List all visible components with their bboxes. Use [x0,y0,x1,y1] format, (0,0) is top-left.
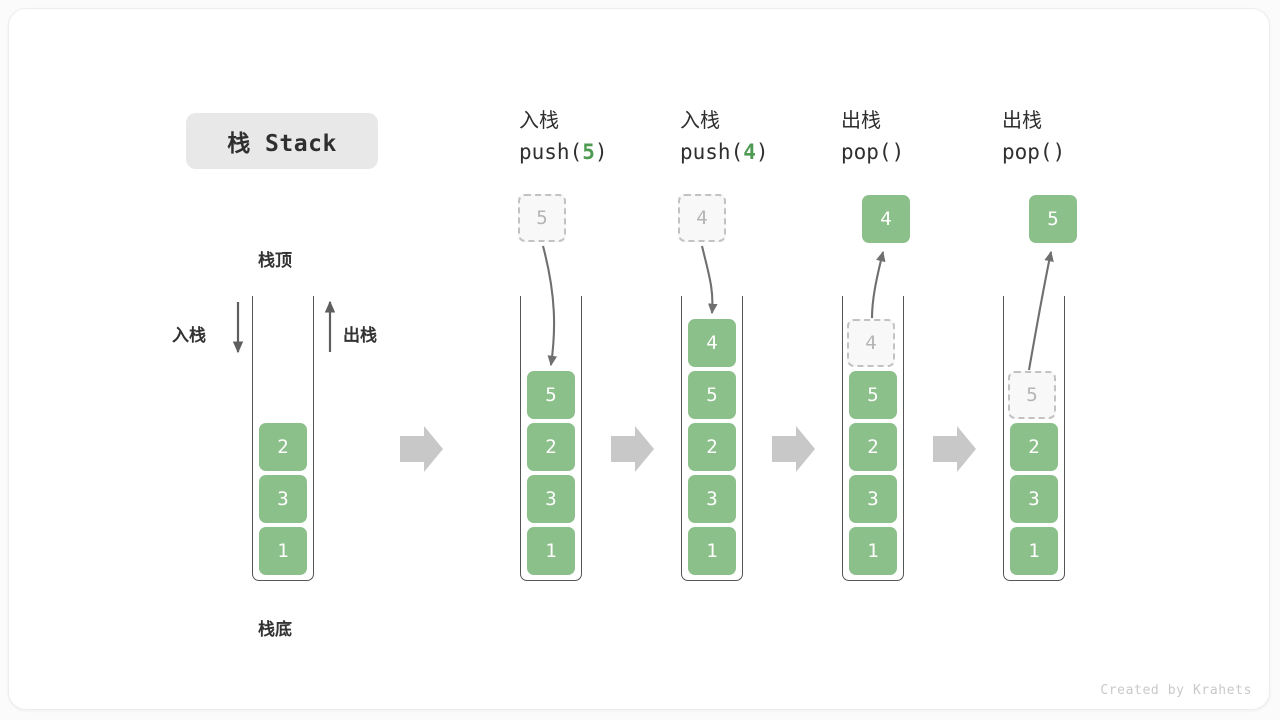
popped-cell: 5 [1029,195,1077,243]
pop-direction-label: 出栈 [343,326,377,345]
stack-cell: 3 [527,475,575,523]
stack-container-pop-5 [1003,296,1065,581]
stack-container-pop-4 [842,296,904,581]
column-header-push-4: 入栈 push(4) [680,108,769,166]
stack-cell: 2 [1010,423,1058,471]
stack-cell: 4 [688,319,736,367]
vacated-ghost-cell: 5 [1008,371,1056,419]
popped-cell: 4 [862,195,910,243]
column-header-cn: 入栈 [680,110,720,132]
stack-cell: 5 [527,371,575,419]
column-header-cn: 出栈 [841,110,881,132]
column-header-push-5: 入栈 push(5) [519,108,608,166]
stack-cell: 1 [259,527,307,575]
incoming-ghost-cell: 4 [678,194,726,242]
stack-cell: 3 [259,475,307,523]
stack-cell: 3 [1010,475,1058,523]
stack-container-push-5 [520,296,582,581]
stack-cell: 5 [688,371,736,419]
vacated-ghost-cell: 4 [847,319,895,367]
stack-cell: 2 [688,423,736,471]
stack-cell: 1 [688,527,736,575]
column-header-code: push(4) [680,140,769,164]
stack-cell: 1 [527,527,575,575]
stack-bottom-label: 栈底 [258,620,292,639]
column-header-pop-4: 出栈 pop() [841,108,904,166]
column-header-cn: 入栈 [519,110,559,132]
title-badge: 栈 Stack [186,113,378,169]
stack-cell: 3 [688,475,736,523]
column-header-code: pop() [841,140,905,164]
stack-cell: 2 [849,423,897,471]
incoming-ghost-cell: 5 [518,194,566,242]
stack-cell: 1 [1010,527,1058,575]
stack-cell: 2 [259,423,307,471]
column-header-pop-5: 出栈 pop() [1002,108,1065,166]
stack-cell: 1 [849,527,897,575]
stack-cell: 5 [849,371,897,419]
stack-container-initial [252,296,314,581]
column-header-code: push(5) [519,140,608,164]
credit-text: Created by Krahets [1100,683,1252,698]
stack-top-label: 栈顶 [258,251,292,270]
column-header-code: pop() [1002,140,1066,164]
push-direction-label: 入栈 [172,326,206,345]
stack-cell: 2 [527,423,575,471]
column-header-cn: 出栈 [1002,110,1042,132]
stack-cell: 3 [849,475,897,523]
stack-container-push-4 [681,296,743,581]
